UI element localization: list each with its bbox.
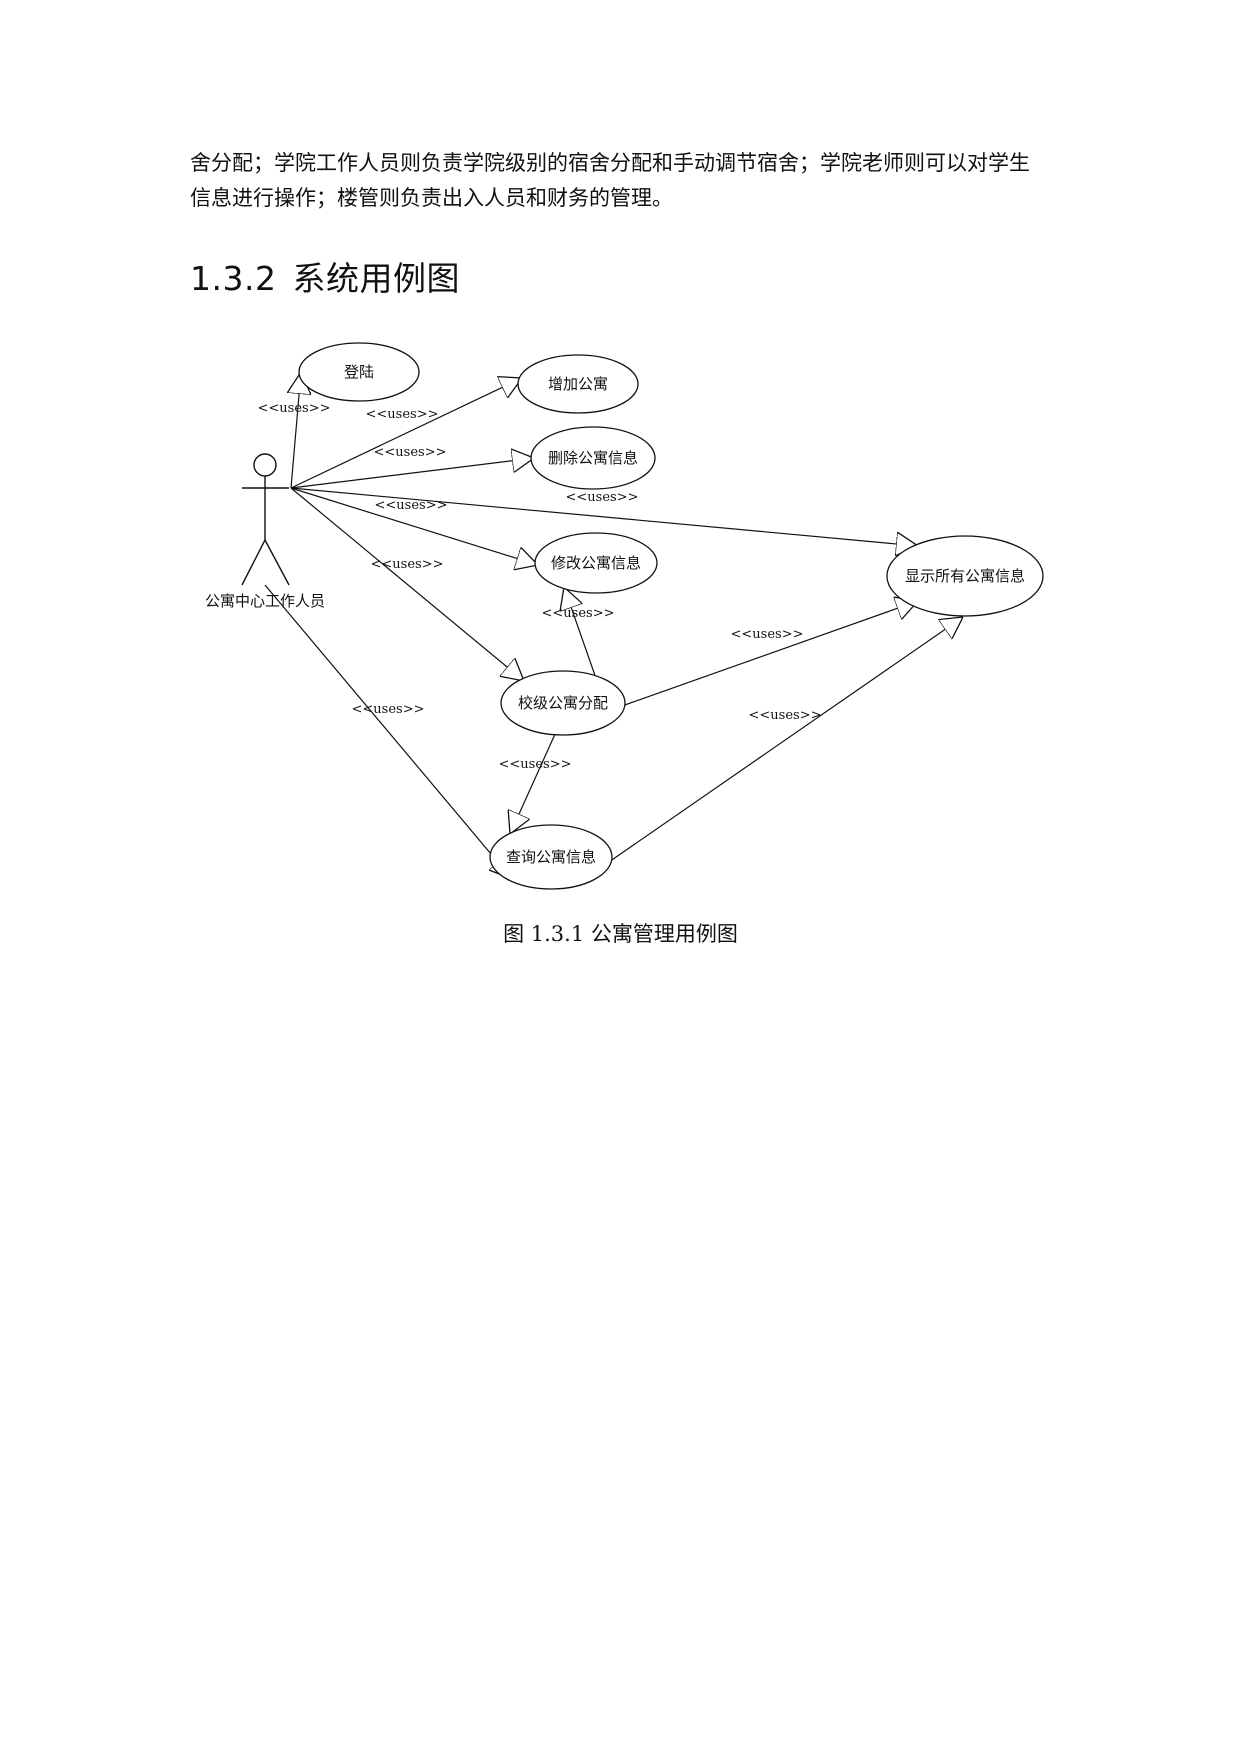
body-text-line-2: 信息进行操作；楼管则负责出入人员和财务的管理。 [190,186,673,210]
edge-allocate-modify [564,587,599,685]
uses-label-modify: <<uses>> [371,557,444,572]
uses-label-login: <<uses>> [258,401,331,416]
actor-stick-figure [241,453,290,586]
figure-caption: 图 1.3.1 公寓管理用例图 [503,922,738,946]
edge-actor-delete [290,458,534,489]
use-case-add [517,354,639,414]
use-case-allocate [500,670,626,736]
uses-label-allocate-modify: <<uses>> [542,606,615,621]
edge-actor-login [291,372,301,489]
uses-label-query-show-all: <<uses>> [749,708,822,723]
uses-label-allocate-query: <<uses>> [499,757,572,772]
use-case-show-all-label: 显示所有公寓信息 [905,567,1025,585]
uses-label-show-all: <<uses>> [566,490,639,505]
body-text-line-1: 舍分配；学院工作人员则负责学院级别的宿舍分配和手动调节宿舍；学院老师则可以对学生 [190,151,1030,175]
section-number: 1.3.2 [190,259,277,298]
section-title: 系统用例图 [292,259,460,298]
edge-allocate-show-all [621,601,918,707]
uses-label-actor-query: <<uses>> [352,702,425,717]
use-case-delete-label: 删除公寓信息 [548,449,638,467]
use-case-delete [530,426,656,490]
use-case-login-label: 登陆 [344,363,374,381]
uses-label-actor-show-all: <<uses>> [375,498,448,513]
edge-actor-show-all [290,487,918,546]
use-case-show-all [886,535,1044,617]
actor-head [253,453,277,477]
use-case-add-label: 增加公寓 [548,375,608,393]
section-heading: 1.3.2 系统用例图 [190,252,460,300]
use-case-allocate-label: 校级公寓分配 [518,694,608,712]
uses-label-delete: <<uses>> [374,445,447,460]
actor-left-leg [241,539,266,586]
edge-actor-add [290,378,522,489]
uses-label-add: <<uses>> [366,407,439,422]
edge-actor-query [264,584,512,879]
use-case-login [298,342,420,402]
edge-query-show-all [605,617,963,865]
use-case-query-label: 查询公寓信息 [506,848,596,866]
actor-label: 公寓中心工作人员 [205,592,325,610]
use-case-modify-label: 修改公寓信息 [551,554,641,572]
edge-allocate-query [510,731,557,834]
edge-actor-modify [290,487,538,565]
actor-right-leg [264,539,290,586]
edge-actor-allocate [290,487,524,681]
use-case-query [489,824,613,890]
uses-label-allocate-show-all: <<uses>> [731,627,804,642]
use-case-modify [534,532,658,594]
